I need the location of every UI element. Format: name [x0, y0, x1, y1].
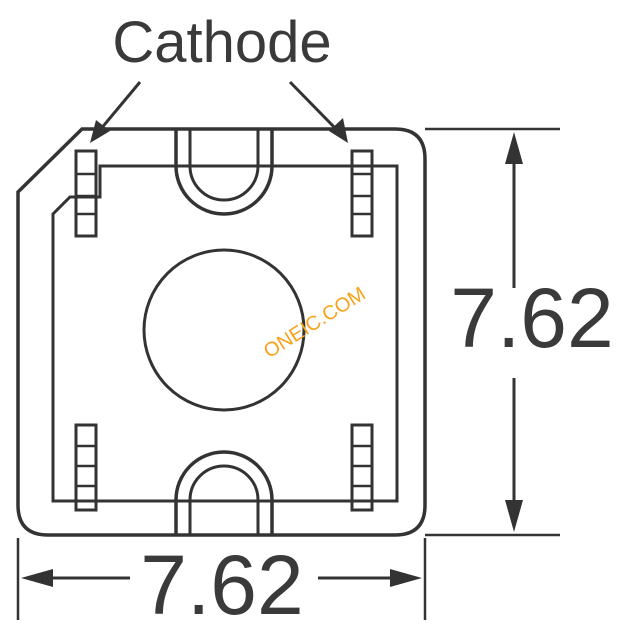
- package-outline: [16, 127, 427, 537]
- top-tab-inner: [188, 130, 260, 202]
- cathode-label: Cathode: [112, 10, 331, 75]
- pad-top-left: [74, 149, 98, 238]
- pad-bottom-left: [74, 423, 98, 512]
- cathode-arrow-right: [288, 80, 348, 143]
- bottom-tab-inner: [188, 464, 260, 534]
- width-dimension: 7.62: [16, 538, 427, 632]
- height-dimension: 7.62: [425, 127, 614, 537]
- height-dimension-label: 7.62: [450, 271, 614, 365]
- width-dimension-label: 7.62: [140, 538, 304, 632]
- center-lens: [142, 248, 306, 412]
- top-tab: [174, 130, 274, 216]
- pad-bottom-right: [350, 423, 374, 512]
- bottom-tab: [174, 450, 274, 534]
- pad-top-right: [350, 149, 374, 238]
- cathode-arrow-left: [90, 81, 142, 143]
- watermark: ONEIC.COM: [260, 283, 370, 363]
